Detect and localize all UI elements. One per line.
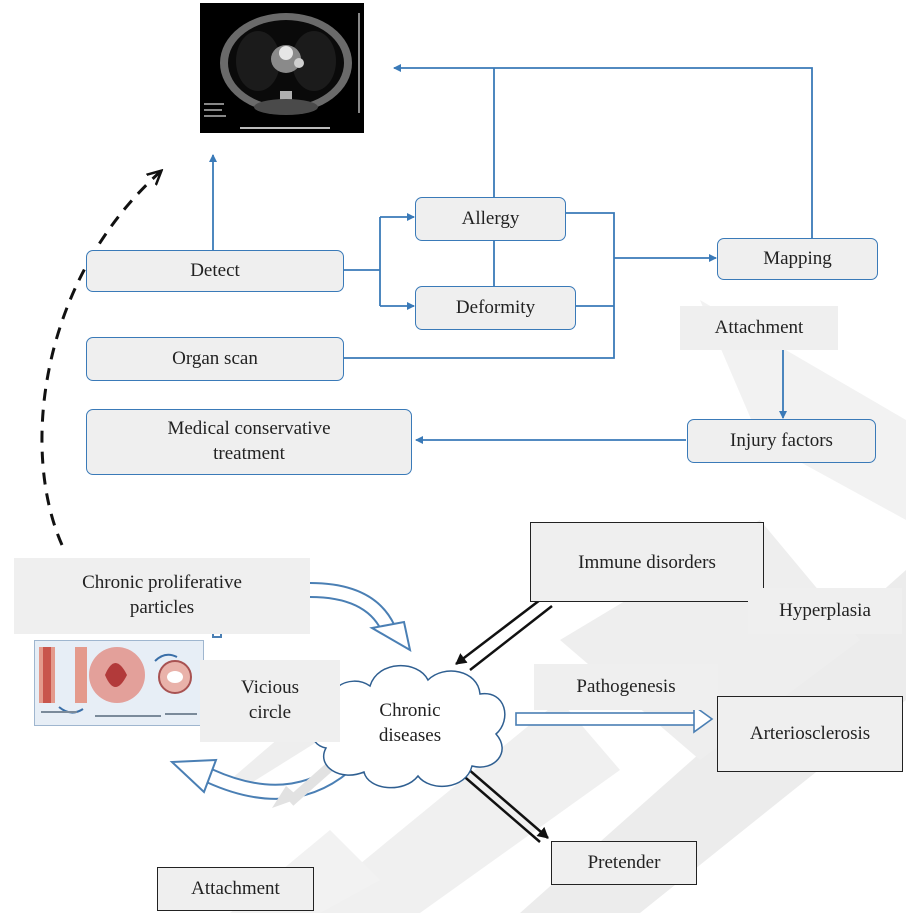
- deformity-node: Deformity: [415, 286, 576, 330]
- vicious-circle-node: Vicious circle: [200, 660, 340, 742]
- immune-disorders-label: Immune disorders: [578, 552, 716, 573]
- attachment-bottom-node: Attachment: [157, 867, 314, 911]
- pretender-node: Pretender: [551, 841, 697, 885]
- mapping-label: Mapping: [763, 247, 832, 269]
- pretender-label: Pretender: [587, 851, 661, 873]
- artery-illustration: [34, 640, 204, 726]
- hyperplasia-node: Hyperplasia: [748, 588, 902, 634]
- detect-label: Detect: [190, 259, 240, 281]
- attachment-top-label: Attachment: [714, 316, 804, 338]
- chronic-particles-node: Chronic proliferative particles: [14, 558, 310, 634]
- hyperplasia-label: Hyperplasia: [779, 599, 871, 621]
- deformity-label: Deformity: [455, 296, 536, 318]
- chronic-diseases-node: Chronic diseases: [345, 694, 475, 754]
- pathogenesis-node: Pathogenesis: [534, 664, 718, 710]
- injury-factors-label: Injury factors: [730, 429, 833, 451]
- vicious-circle-label: Vicious circle: [241, 677, 299, 723]
- arteriosclerosis-label: Arteriosclerosis: [749, 722, 871, 744]
- allergy-node: Allergy: [415, 197, 566, 241]
- attachment-top-node: Attachment: [680, 306, 838, 350]
- allergy-label: Allergy: [461, 207, 520, 229]
- cloud-shape: [311, 665, 506, 789]
- organ-scan-node: Organ scan: [86, 337, 344, 381]
- medical-treatment-label: Medical conservative treatment: [167, 418, 331, 464]
- mapping-node: Mapping: [717, 238, 878, 280]
- chronic-diseases-label: Chronic diseases: [378, 700, 442, 746]
- detect-node: Detect: [86, 250, 344, 292]
- chronic-particles-label: Chronic proliferative particles: [82, 572, 242, 618]
- injury-factors-node: Injury factors: [687, 419, 876, 463]
- immune-disorders-node: Immune disorders: [530, 522, 764, 602]
- ct-scan-image: [200, 3, 364, 133]
- arteriosclerosis-node: Arteriosclerosis: [717, 696, 903, 772]
- organ-scan-label: Organ scan: [172, 347, 258, 369]
- medical-treatment-node: Medical conservative treatment: [86, 409, 412, 475]
- pathogenesis-label: Pathogenesis: [576, 675, 676, 697]
- attachment-bottom-label: Attachment: [191, 877, 280, 899]
